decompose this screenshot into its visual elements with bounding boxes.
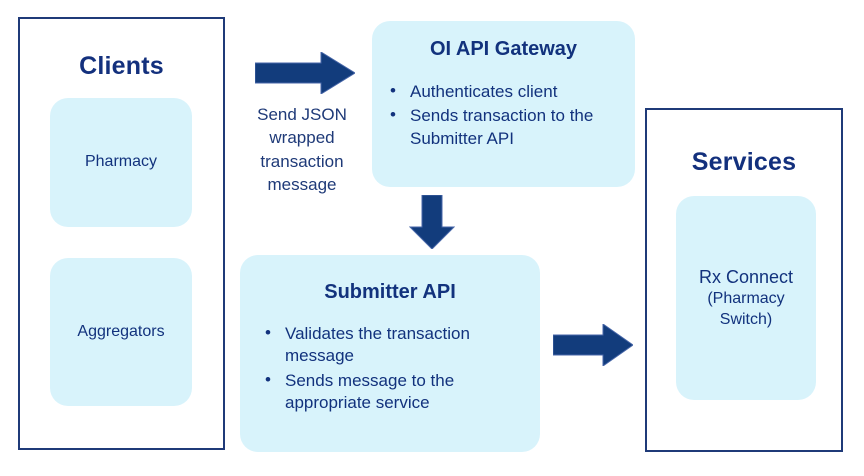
arrow-down-icon-gateway-to-submitter	[409, 195, 455, 249]
service-box-rx-connect-line2: (Pharmacy	[707, 290, 785, 308]
flow-caption-send-json: Send JSON wrapped transaction message	[257, 105, 347, 195]
gateway-box[interactable]: OI API Gateway Authenticates client Send…	[372, 21, 635, 187]
client-box-aggregators-label: Aggregators	[77, 322, 165, 340]
client-box-aggregators[interactable]: Aggregators	[50, 258, 192, 406]
submitter-bullet-item: Validates the transaction message	[257, 322, 527, 368]
arrow-right-icon-submitter-to-services	[553, 324, 633, 366]
submitter-bullet-list: Validates the transaction message Sends …	[257, 322, 527, 417]
client-box-pharmacy[interactable]: Pharmacy	[50, 98, 192, 227]
clients-panel-title: Clients	[79, 52, 164, 80]
services-panel-title: Services	[691, 148, 797, 176]
service-box-rx-connect[interactable]: Rx Connect (Pharmacy Switch)	[676, 196, 816, 400]
submitter-bullet-item: Sends message to the appropriate service	[257, 369, 527, 415]
client-box-pharmacy-label: Pharmacy	[84, 153, 158, 171]
gateway-bullet-item: Sends transaction to the Submitter API	[382, 104, 630, 150]
gateway-bullet-list: Authenticates client Sends transaction t…	[382, 80, 630, 152]
submitter-title: Submitter API	[324, 281, 456, 303]
service-box-rx-connect-line3: Switch)	[719, 310, 773, 328]
submitter-box[interactable]: Submitter API Validates the transaction …	[240, 255, 540, 452]
service-box-rx-connect-line1: Rx Connect	[698, 267, 794, 288]
gateway-title: OI API Gateway	[429, 38, 578, 60]
arrow-right-icon-clients-to-gateway	[255, 52, 355, 94]
gateway-bullet-item: Authenticates client	[382, 80, 630, 103]
